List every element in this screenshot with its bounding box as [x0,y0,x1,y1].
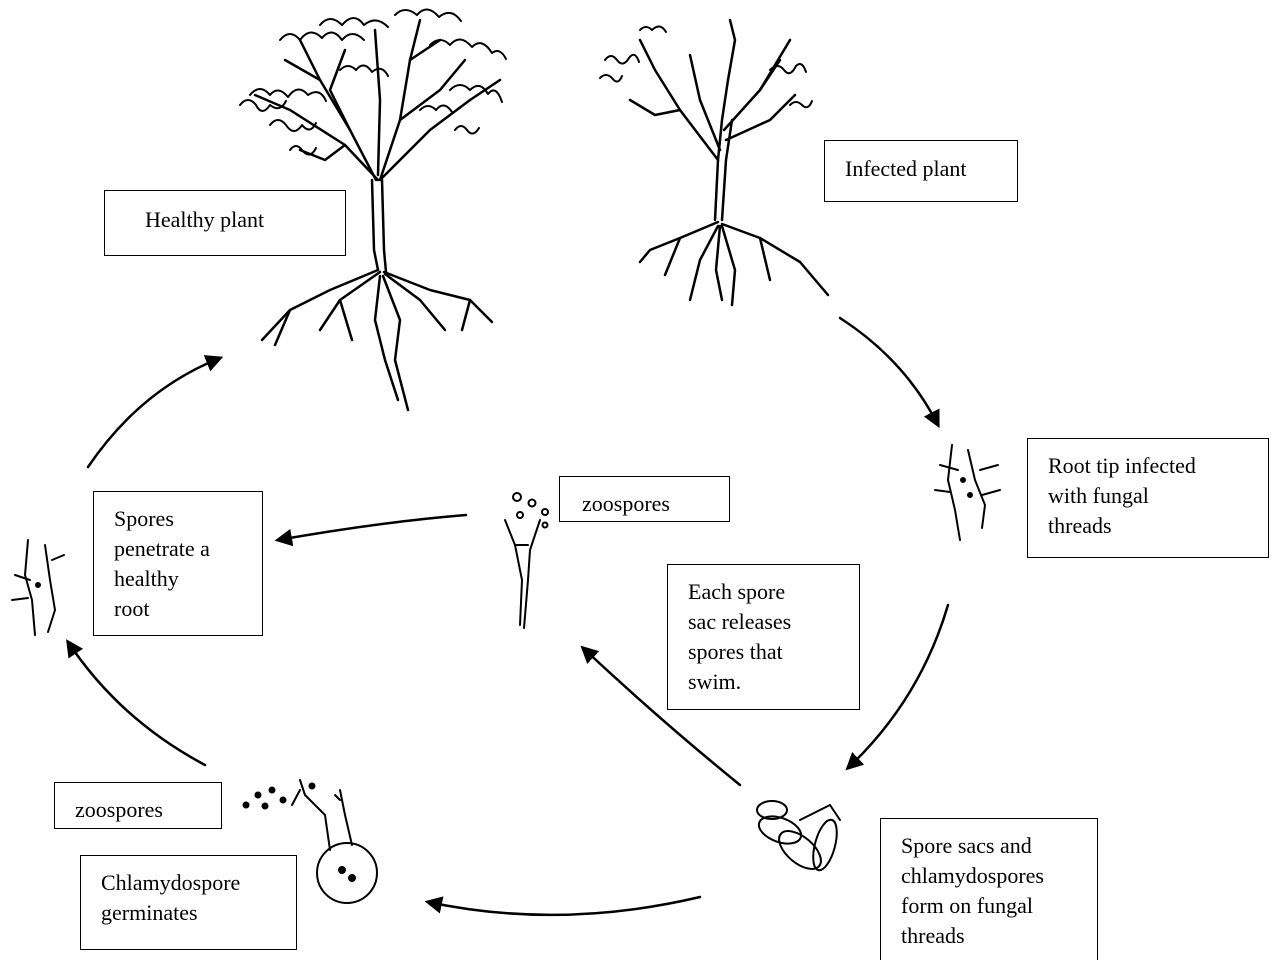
label-root-tip-infected: Root tip infected with fungal threads [1027,438,1269,558]
healthy-root-illustration [11,539,65,636]
label-zoospores-bottom: zoospores [54,782,222,829]
cycle-arrows [66,316,950,917]
chlamydospore-illustration [242,779,378,904]
arrow-root-tip-to-spore-sacs [845,603,950,771]
label-chlamydospore-germinates: Chlamydospore germinates [80,855,297,950]
label-infected-plant: Infected plant [824,140,1018,202]
label-spore-sac-releases: Each spore sac releases spores that swim… [667,564,860,710]
infected-root-tip-illustration [934,444,1001,541]
arrow-infected-to-root-tip [838,316,940,429]
label-healthy-plant: Healthy plant [104,190,346,256]
label-spore-sacs-form: Spore sacs and chlamydospores form on fu… [880,818,1098,960]
healthy-plant-illustration [239,8,507,412]
arrow-zoospores-to-spores-penetrate [274,513,468,547]
arrow-spore-sacs-to-chlamydospore [424,895,702,917]
label-zoospores-middle: zoospores [559,476,730,522]
spore-sacs-illustration [756,800,841,872]
arrow-chlamydospore-to-root [66,639,207,767]
arrow-spore-sacs-to-zoospores [580,645,742,787]
infected-plant-illustration [599,18,830,307]
label-spores-penetrate: Spores penetrate a healthy root [93,491,263,636]
arrow-root-to-healthy-plant [86,355,224,469]
zoospore-germ-tube-illustration [504,492,549,629]
